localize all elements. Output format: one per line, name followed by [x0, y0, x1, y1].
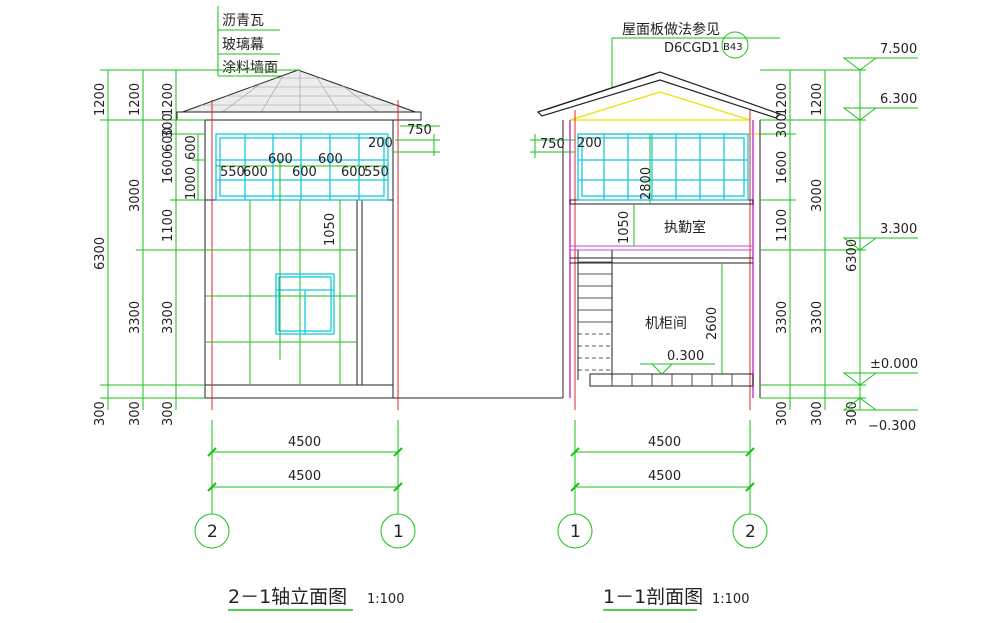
width-dim-left-1: 4500 [288, 435, 321, 450]
callout-glass-curtain: 玻璃幕 [222, 36, 264, 53]
width-dim-left-2: 4500 [288, 469, 321, 484]
vdim-left-outer-300: 300 [93, 401, 108, 426]
elev-3300: 3.300 [880, 222, 917, 237]
right-section: 屋面板做法参见 D6CGD1 B43 [430, 21, 918, 611]
dim-1050-left: 1050 [323, 213, 338, 246]
eave-dims-right: 750 200 [530, 134, 602, 158]
dim-2600: 2600 [705, 307, 720, 340]
width-dims-left: 4500 4500 [207, 420, 403, 500]
dim-2800: 2800 [639, 167, 654, 200]
vertical-dims-right: 1200 300 1600 1100 3300 300 1200 3000 33… [760, 69, 866, 426]
dim-200-left: 200 [368, 136, 393, 151]
curtain-dim-top-1: 600 [268, 152, 293, 167]
vdim-left-outer-6300: 6300 [93, 237, 108, 270]
vdim-left-inner-300b: 300 [161, 401, 176, 426]
glass-curtain-wall [215, 133, 389, 201]
vdim-left-inner-1100: 1100 [161, 209, 176, 242]
vdim-left-innermost-600: 600 [184, 135, 199, 160]
elev-6300: 6.300 [880, 92, 917, 107]
glass-curtain-section [577, 133, 749, 201]
axis-2-left: 2 [207, 522, 218, 542]
curtain-dim-bottom-5: 550 [364, 165, 389, 180]
section-inner-dims: 1050 2800 2600 [617, 134, 723, 374]
axis-2-right: 2 [745, 522, 756, 542]
room-duty-room: 执勤室 [664, 219, 706, 236]
vertical-dims-left: 1200 6300 300 1200 3000 3300 300 1200 30… [93, 69, 300, 426]
width-dims-right: 4500 4500 [570, 420, 755, 500]
dim-750-right: 750 [540, 137, 565, 152]
vdim-left-mid-3300: 3300 [128, 301, 143, 334]
vdim-right-inner-3300: 3300 [775, 301, 790, 334]
curtain-dim-bottom-1: 550 [220, 165, 245, 180]
left-view-scale: 1:100 [367, 592, 404, 607]
raised-floor: 0.300 [589, 349, 754, 387]
curtain-dims: 600 600 550 600 600 600 550 [216, 152, 389, 180]
vdim-left-innermost-1000: 1000 [184, 167, 199, 200]
axis-1-left: 1 [393, 522, 404, 542]
curtain-dim-bottom-4: 600 [341, 165, 366, 180]
roof-note: 屋面板做法参见 D6CGD1 B43 [611, 21, 780, 92]
axis-bubbles-left: 2 1 [194, 500, 416, 549]
dim-750-left: 750 [407, 123, 432, 138]
curtain-dim-bottom-2: 600 [243, 165, 268, 180]
callout-asphalt-tile: 沥青瓦 [222, 13, 264, 29]
right-view-title: 1－1剖面图 [603, 586, 703, 608]
width-dim-right-2: 4500 [648, 469, 681, 484]
stair [577, 250, 613, 380]
vdim-left-inner-1600: 1600 [161, 151, 176, 184]
vdim-left-inner-1200: 1200 [161, 83, 176, 116]
vdim-left-mid-1200: 1200 [128, 83, 143, 116]
left-elevation: 沥青瓦 玻璃幕 涂料墙面 [93, 6, 560, 611]
callout-paint-wall: 涂料墙面 [222, 60, 278, 76]
vdim-right-inner-1200: 1200 [775, 83, 790, 116]
vdim-left-inner-300: 300 [161, 113, 176, 138]
eave-dims-left: 200 750 [368, 123, 440, 156]
axis-1-right: 1 [570, 522, 581, 542]
dim-200-right: 200 [577, 136, 602, 151]
vdim-right-inner-1600: 1600 [775, 151, 790, 184]
dim-1050-right: 1050 [617, 211, 632, 244]
vdim-right-mid-3300: 3300 [810, 301, 825, 334]
room-cabinet-room: 机柜间 [645, 316, 687, 332]
vdim-right-mid-1200: 1200 [810, 83, 825, 116]
elev-minus-0300: −0.300 [868, 419, 916, 434]
roof-left [176, 69, 422, 121]
vdim-right-inner-300: 300 [775, 113, 790, 138]
vdim-left-inner-3300: 3300 [161, 301, 176, 334]
vdim-right-mid-300: 300 [810, 401, 825, 426]
elev-0000: ±0.000 [870, 357, 918, 372]
vdim-left-mid-300: 300 [128, 401, 143, 426]
width-dim-right-1: 4500 [648, 435, 681, 450]
vdim-left-mid-3000: 3000 [128, 179, 143, 212]
curtain-dim-bottom-3: 600 [292, 165, 317, 180]
roof-ref-tag: B43 [723, 42, 743, 53]
curtain-dim-top-2: 600 [318, 152, 343, 167]
vdim-right-mid-3000: 3000 [810, 179, 825, 212]
elev-7500: 7.500 [880, 42, 917, 57]
axis-bubbles-right: 1 2 [557, 500, 768, 549]
right-view-scale: 1:100 [712, 592, 749, 607]
roof-note-text: 屋面板做法参见 [622, 21, 720, 38]
vdim-right-inner-1100: 1100 [775, 209, 790, 242]
vdim-left-outer-1200: 1200 [93, 83, 108, 116]
floor-level-0300: 0.300 [667, 349, 704, 364]
vdim-right-outer-300: 300 [845, 401, 860, 426]
vdim-right-inner-300b: 300 [775, 401, 790, 426]
material-callouts: 沥青瓦 玻璃幕 涂料墙面 [217, 6, 300, 77]
roof-ref-code: D6CGD1 [664, 41, 720, 56]
vdim-left-inner-600: 600 [161, 127, 176, 152]
elevation-markers: 7.500 6.300 3.300 ±0.000 −0.300 [842, 42, 918, 434]
left-view-title: 2－1轴立面图 [228, 586, 347, 608]
window-left [275, 273, 335, 335]
